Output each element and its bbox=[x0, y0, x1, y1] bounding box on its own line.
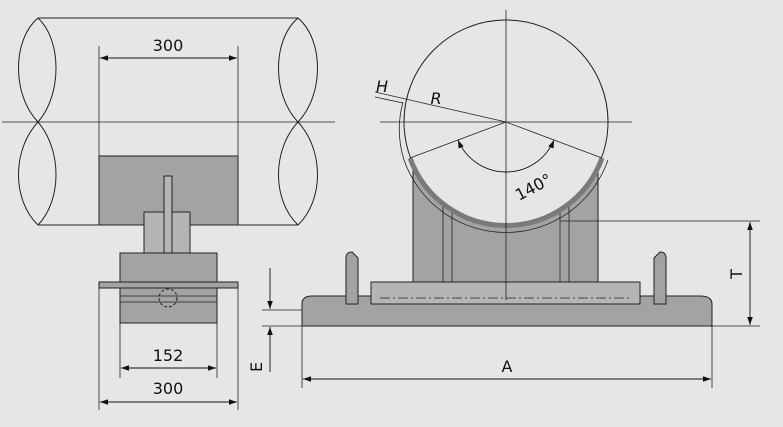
shoe-plate bbox=[370, 281, 641, 305]
stopper-left bbox=[345, 251, 359, 305]
dim-a-label: A bbox=[502, 357, 513, 376]
bolt-hole bbox=[158, 288, 178, 308]
rib bbox=[163, 175, 173, 255]
dim-top-width: 300 bbox=[98, 36, 239, 156]
angle-arc bbox=[457, 139, 555, 173]
stopper-right bbox=[653, 251, 667, 305]
dim-e-label: E bbox=[247, 362, 266, 372]
dim-a: A bbox=[301, 326, 713, 388]
dim-e: E bbox=[247, 268, 302, 372]
dim-t: T bbox=[560, 220, 760, 327]
dim-base-inner-label: 152 bbox=[153, 346, 184, 365]
dim-t-label: T bbox=[727, 269, 746, 280]
dim-base-outer-label: 300 bbox=[153, 379, 184, 398]
side-view: 300 152 300 bbox=[2, 17, 335, 410]
dim-base-outer: 300 bbox=[98, 288, 239, 410]
thickness-label: H bbox=[376, 77, 388, 96]
base-flange bbox=[98, 281, 239, 289]
dim-top-width-label: 300 bbox=[153, 36, 184, 55]
radius-label: R bbox=[430, 89, 441, 108]
end-view: R H 140° bbox=[301, 10, 713, 327]
radius-line bbox=[374, 91, 507, 123]
dim-base-inner: 152 bbox=[119, 323, 218, 378]
pipe-side bbox=[2, 17, 335, 226]
